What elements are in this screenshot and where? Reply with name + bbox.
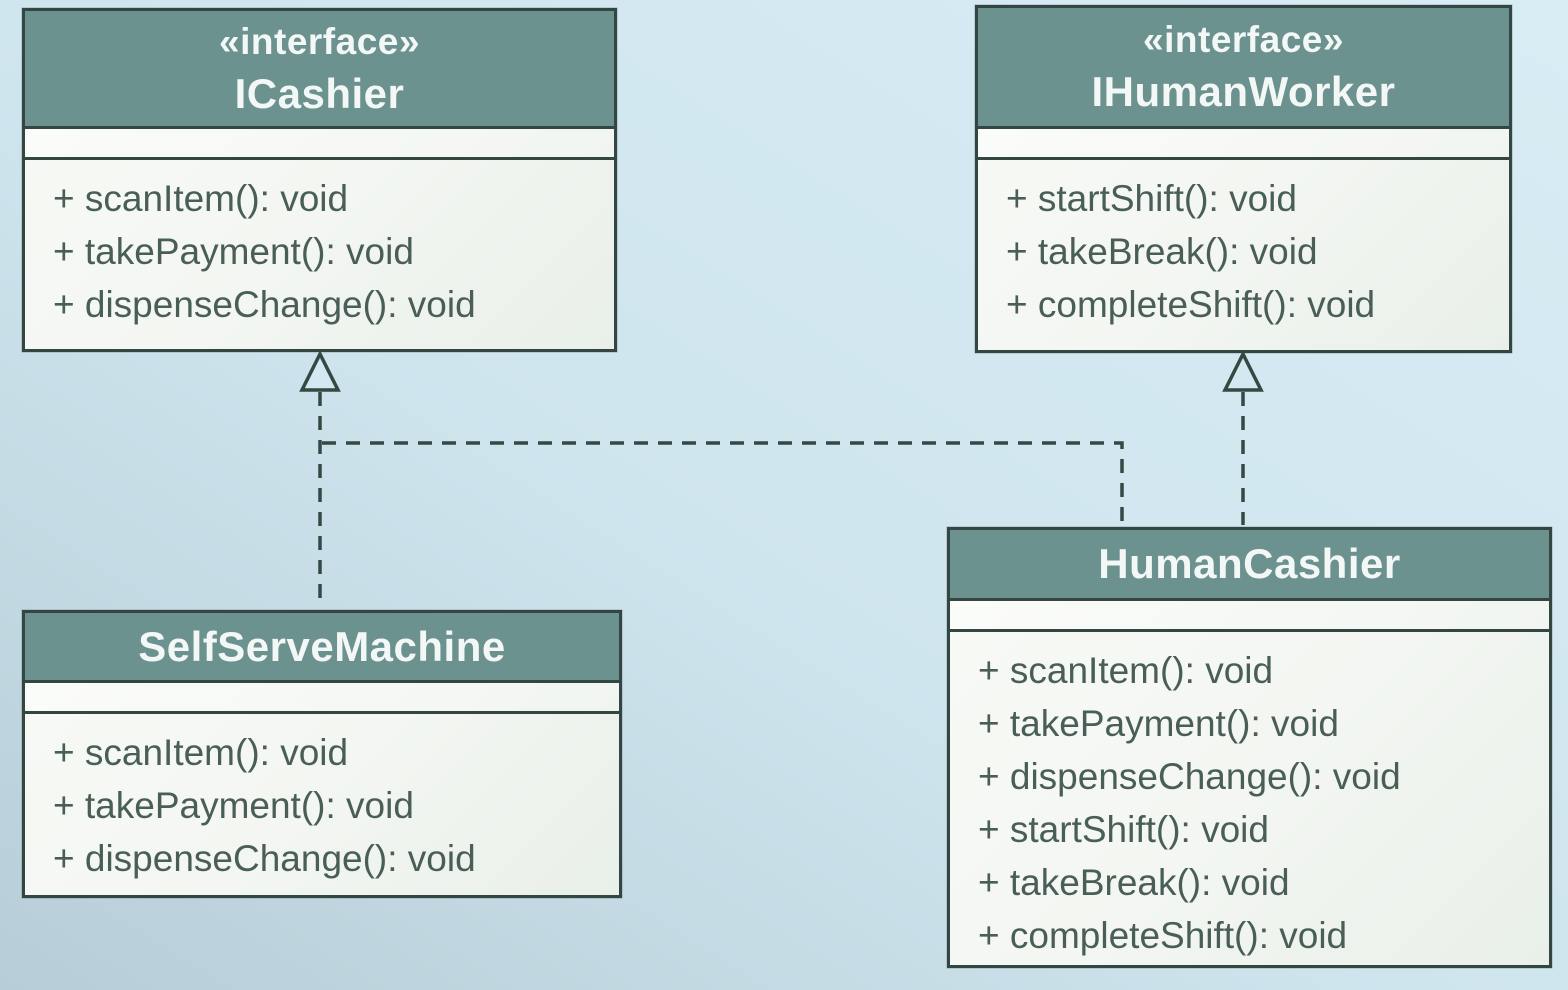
stereotype-label: «interface» [219, 20, 420, 62]
methods-compartment: + scanItem(): void + takePayment(): void… [950, 632, 1549, 965]
class-name: ICashier [234, 69, 405, 117]
class-box-selfservemachine: SelfServeMachine + scanItem(): void + ta… [22, 610, 622, 898]
class-box-humancashier: HumanCashier + scanItem(): void + takePa… [947, 527, 1552, 968]
method-item: + scanItem(): void [53, 178, 349, 219]
class-name: HumanCashier [1098, 540, 1401, 587]
class-box-ihumanworker: «interface» IHumanWorker + startShift():… [975, 5, 1512, 353]
methods-compartment: + startShift(): void + takeBreak(): void… [978, 160, 1509, 350]
attributes-compartment [950, 601, 1549, 632]
method-item: + takePayment(): void [978, 703, 1339, 744]
class-name: IHumanWorker [1091, 68, 1396, 115]
hollow-triangle-icashier-icon [299, 350, 341, 392]
attributes-compartment [978, 129, 1509, 160]
attributes-compartment [25, 129, 614, 160]
class-name: SelfServeMachine [138, 622, 506, 670]
method-item: + dispenseChange(): void [53, 838, 476, 879]
method-item: + completeShift(): void [1006, 284, 1376, 325]
method-item: + scanItem(): void [53, 732, 349, 773]
stereotype-label: «interface» [1143, 19, 1344, 60]
class-header: «interface» ICashier [25, 11, 614, 129]
method-item: + takePayment(): void [53, 231, 414, 272]
class-box-icashier: «interface» ICashier + scanItem(): void … [22, 8, 617, 352]
method-item: + dispenseChange(): void [978, 756, 1401, 797]
hollow-triangle-ihumanworker-icon [1222, 350, 1264, 392]
attributes-compartment [25, 683, 619, 714]
class-header: HumanCashier [950, 530, 1549, 601]
class-header: «interface» IHumanWorker [978, 8, 1509, 129]
method-item: + takeBreak(): void [978, 862, 1290, 903]
method-item: + startShift(): void [1006, 178, 1297, 219]
method-item: + takeBreak(): void [1006, 231, 1318, 272]
realization-humancashier-icashier [322, 441, 1124, 525]
method-item: + startShift(): void [978, 809, 1269, 850]
method-item: + scanItem(): void [978, 650, 1274, 691]
method-item: + dispenseChange(): void [53, 284, 476, 325]
class-header: SelfServeMachine [25, 613, 619, 683]
method-item: + takePayment(): void [53, 785, 414, 826]
method-item: + completeShift(): void [978, 915, 1348, 956]
methods-compartment: + scanItem(): void + takePayment(): void… [25, 160, 614, 349]
methods-compartment: + scanItem(): void + takePayment(): void… [25, 714, 619, 895]
